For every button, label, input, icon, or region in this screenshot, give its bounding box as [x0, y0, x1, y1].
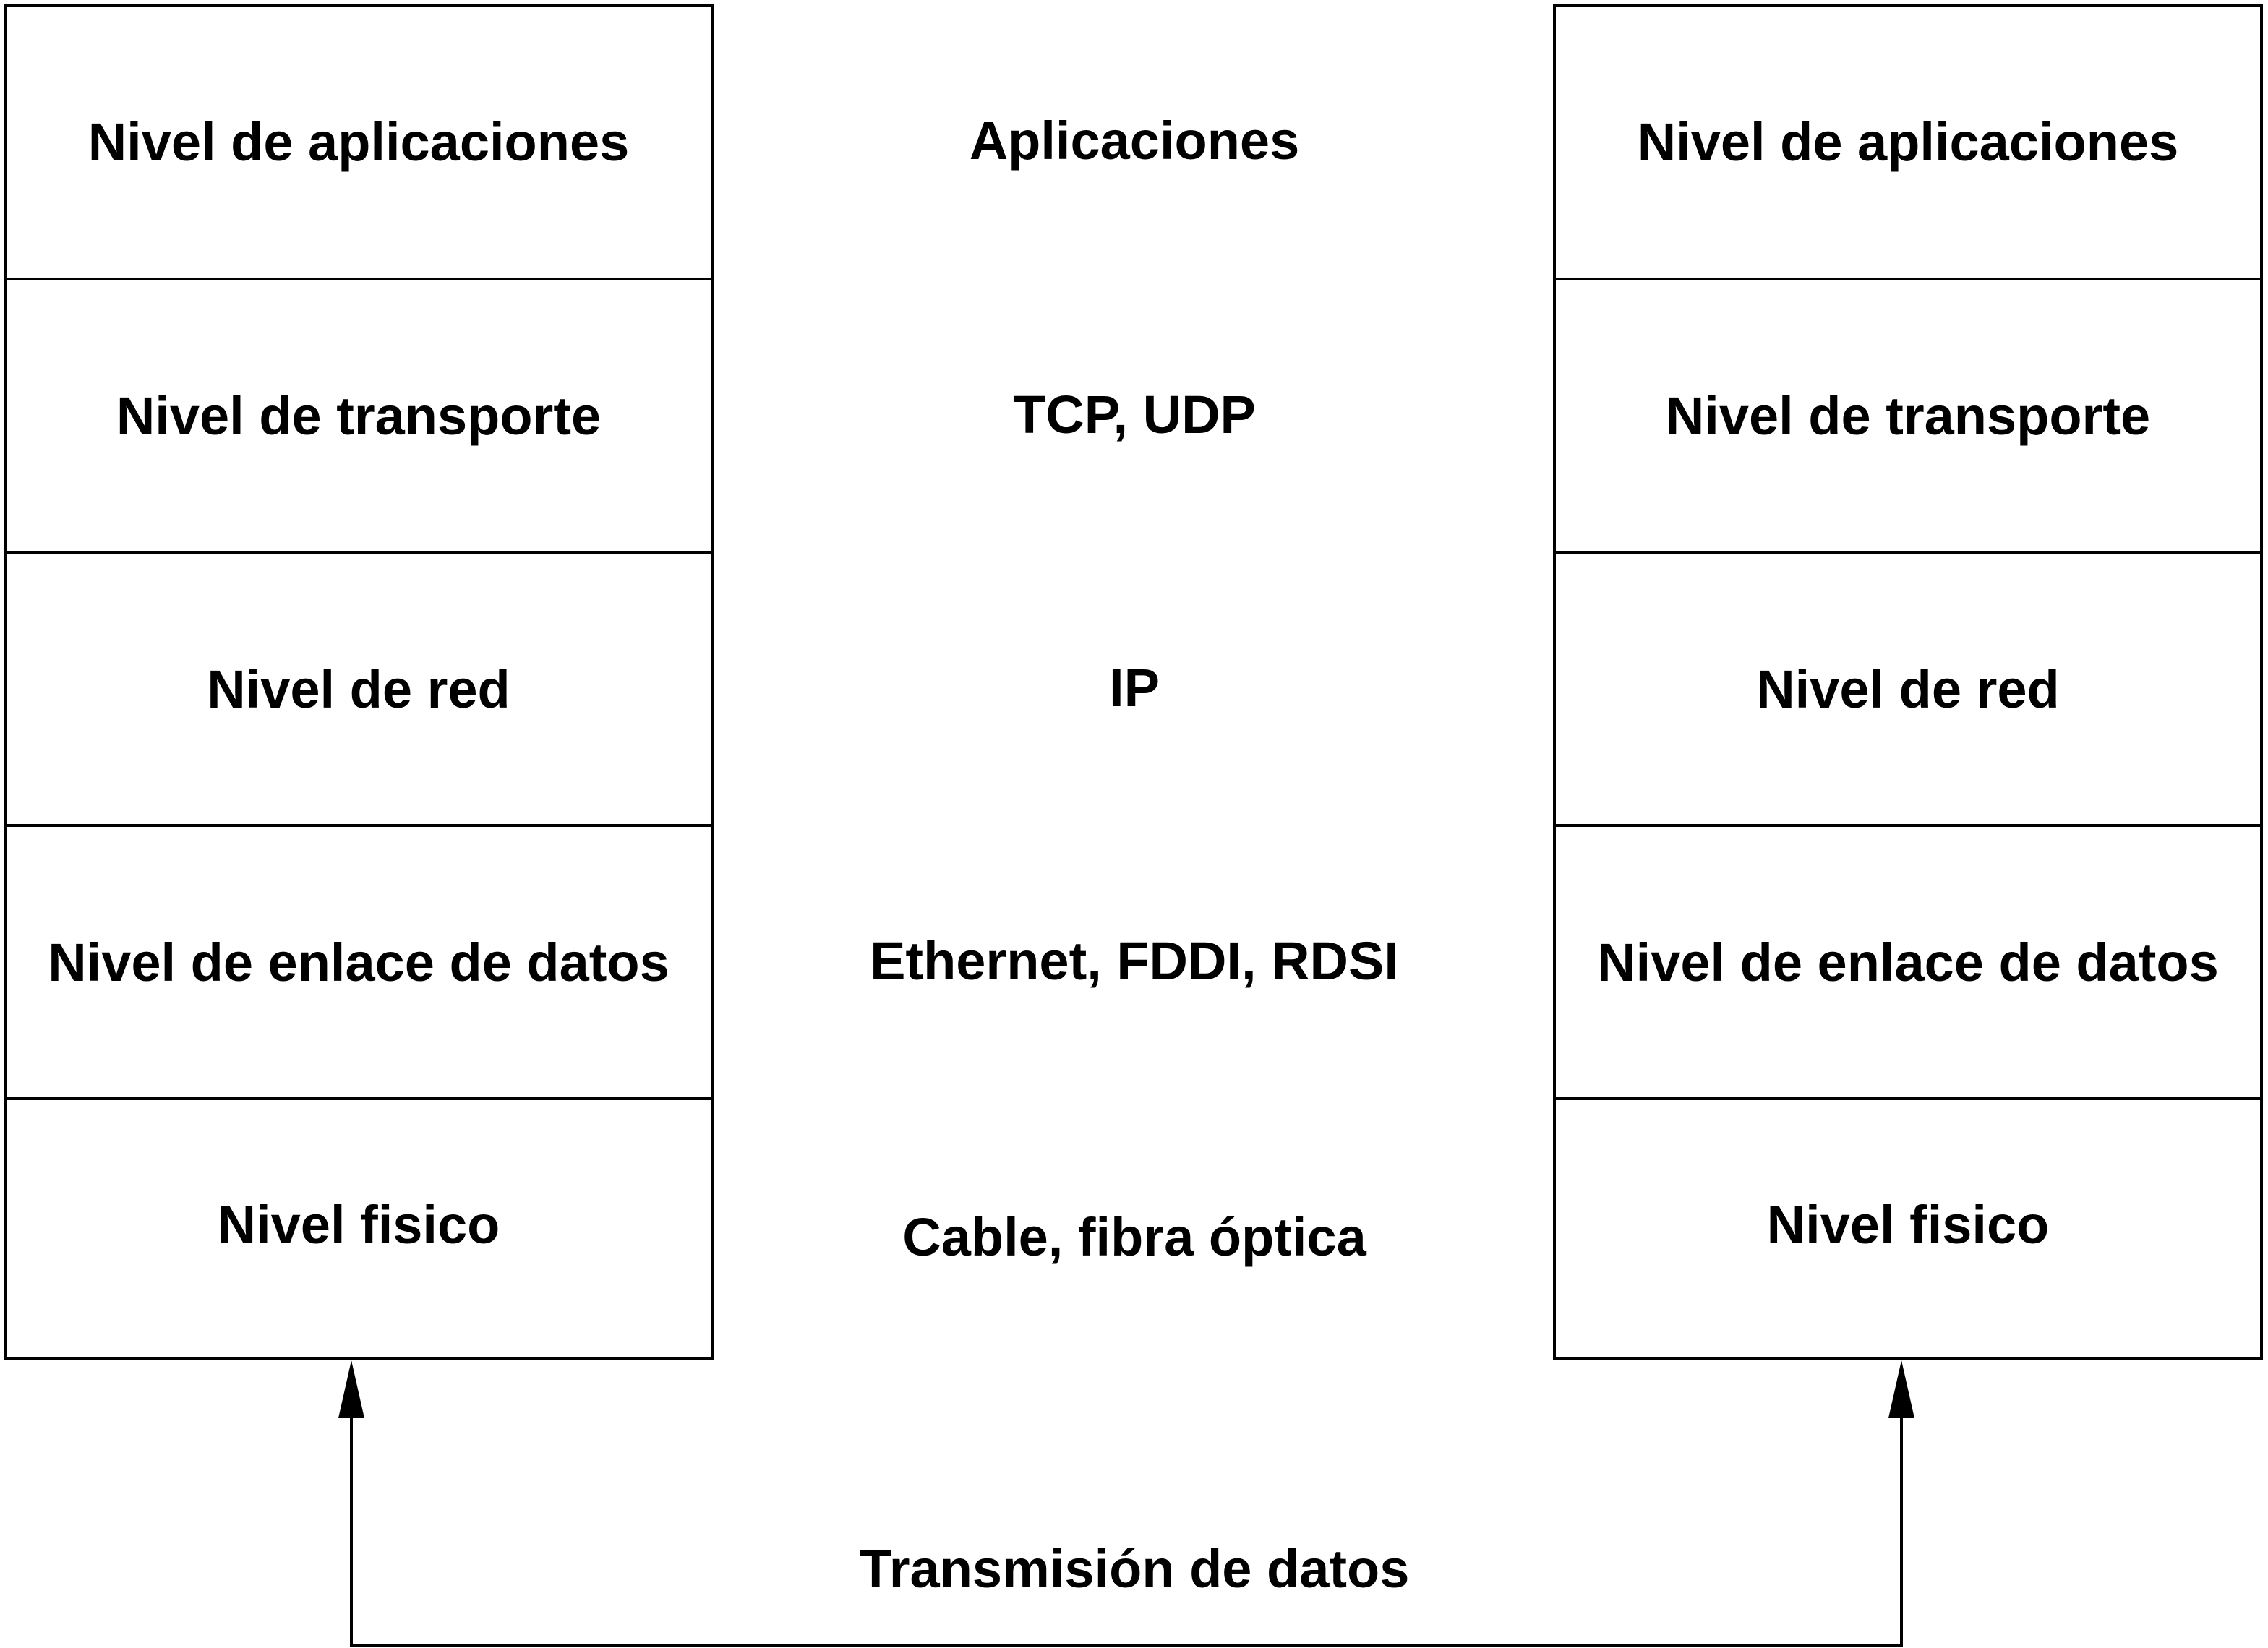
left-layer-data-link: Nivel de enlace de datos: [7, 827, 711, 1100]
right-protocol-stack: Nivel de aplicaciones Nivel de transport…: [1553, 4, 2263, 1360]
transmission-line: [350, 1409, 1903, 1647]
left-layer-application: Nivel de aplicaciones: [7, 7, 711, 280]
right-layer-physical: Nivel fisico: [1766, 1195, 2050, 1255]
protocol-label-tcp-udp: TCP, UDP: [1013, 384, 1256, 445]
left-layer-physical: Nivel fisico: [217, 1195, 500, 1255]
right-layer-network: Nivel de red: [1556, 554, 2260, 827]
left-protocol-stack: Nivel de aplicaciones Nivel de transport…: [4, 4, 714, 1360]
right-layer-application: Nivel de aplicaciones: [1556, 7, 2260, 280]
arrowhead-right: [1888, 1360, 1914, 1418]
left-layer-transport: Nivel de transporte: [7, 280, 711, 554]
arrowhead-left: [338, 1360, 364, 1418]
right-layer-data-link: Nivel de enlace de datos: [1556, 827, 2260, 1100]
protocol-label-applications: Aplicaciones: [969, 111, 1300, 171]
protocol-label-physical-media: Cable, fibra óptica: [902, 1206, 1366, 1267]
protocol-label-ip: IP: [1109, 657, 1160, 718]
transmission-label: Transmisión de datos: [859, 1538, 1410, 1599]
left-layer-network: Nivel de red: [7, 554, 711, 827]
right-layer-transport: Nivel de transporte: [1556, 280, 2260, 554]
protocol-label-link: Ethernet, FDDI, RDSI: [870, 930, 1399, 991]
